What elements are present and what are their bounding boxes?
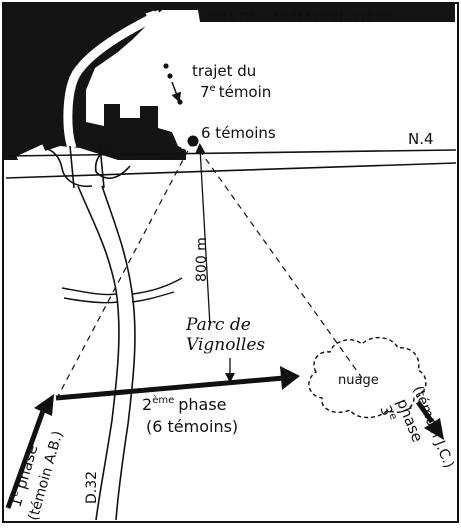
town-road-b [63, 9, 163, 150]
park-label-2: Vignolles [186, 335, 265, 355]
d32-label: D.32 [84, 471, 100, 504]
cloud-label: nuage [338, 373, 379, 388]
seventh-witness-path [163, 63, 183, 105]
phase1-sup: e [9, 489, 21, 498]
phase2-sup: ème [152, 394, 174, 406]
seventh-path-label-1: trajet du [192, 62, 256, 80]
distance-label: 800 m [194, 237, 210, 282]
town-label: GRETZ - ARMAINVILLIERS [208, 10, 394, 24]
interchange [43, 145, 131, 189]
phase1-num: 1 [7, 495, 27, 509]
phase3-arrow [415, 400, 444, 440]
phase1-arrow [5, 394, 54, 509]
road-d32 [77, 185, 136, 521]
seventh-sup: e [210, 83, 216, 94]
sight-lines [55, 140, 363, 401]
cloud-shape [308, 337, 427, 419]
seventh-rest: témoin [219, 83, 272, 101]
six-witnesses-label: 6 témoins [201, 124, 276, 142]
side-road [61, 277, 183, 304]
n4-label: N.4 [408, 130, 434, 148]
town-road-a [145, 10, 191, 149]
phase3-label: 3e [376, 403, 399, 424]
phase3-sup: e [386, 412, 399, 422]
phase2-witness: (6 témoins) [146, 417, 238, 436]
seventh-num: 7 [200, 83, 210, 101]
phase3-label-group: 3e phase (témoin J.C.) [376, 384, 457, 471]
phase2-arrow [55, 366, 300, 401]
phase2-label: 2ème phase [142, 394, 227, 414]
distance-line [195, 143, 211, 327]
phase2-word: phase [178, 395, 226, 414]
map-border [2, 2, 459, 523]
phase2-num: 2 [142, 395, 152, 414]
road-n4 [5, 149, 457, 179]
town-road-c [16, 144, 46, 164]
park-label-1: Parc de [185, 315, 251, 335]
